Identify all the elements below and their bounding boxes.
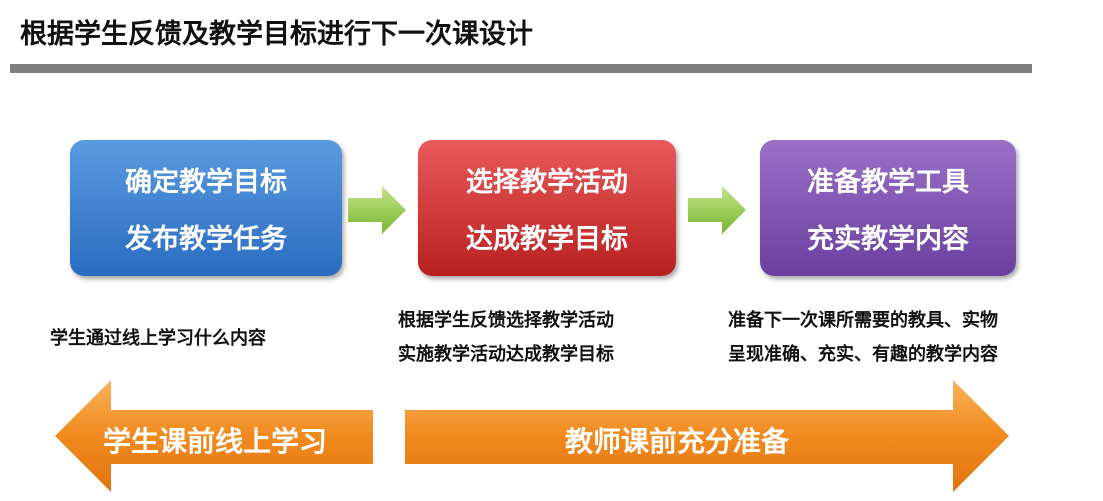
- right-arrow-icon: [348, 186, 406, 234]
- step-3-line-2: 充实教学内容: [807, 224, 969, 255]
- step-box-1: 确定教学目标发布教学任务: [70, 140, 342, 276]
- left-phase-label: 学生课前线上学习: [103, 425, 328, 458]
- step-2-line-1: 选择教学活动: [466, 167, 628, 198]
- right-arrow-icon: [405, 380, 1009, 492]
- step-1-line-2: 发布教学任务: [125, 224, 287, 255]
- step-3-line-1: 准备教学工具: [807, 167, 969, 198]
- description-2: 根据学生反馈选择教学活动实施教学活动达成教学目标: [398, 304, 614, 372]
- title-divider: [10, 64, 1032, 73]
- left-phase-arrow: 学生课前线上学习: [55, 380, 375, 492]
- step-1-line-1: 确定教学目标: [125, 167, 287, 198]
- step-2-line-2: 达成教学目标: [466, 224, 628, 255]
- step-box-3: 准备教学工具充实教学内容: [760, 140, 1016, 276]
- description-3-line-2: 呈现准确、充实、有趣的教学内容: [728, 344, 998, 365]
- left-arrow-icon: [55, 380, 373, 492]
- description-2-line-1: 根据学生反馈选择教学活动: [398, 310, 614, 331]
- description-3: 准备下一次课所需要的教具、实物呈现准确、充实、有趣的教学内容: [728, 304, 998, 372]
- step-box-2: 选择教学活动达成教学目标: [418, 140, 676, 276]
- description-1-line-1: 学生通过线上学习什么内容: [50, 328, 266, 349]
- right-phase-arrow: 教师课前充分准备: [405, 380, 1010, 492]
- page-title: 根据学生反馈及教学目标进行下一次课设计: [20, 19, 533, 50]
- description-2-line-2: 实施教学活动达成教学目标: [398, 344, 614, 365]
- right-phase-label: 教师课前充分准备: [565, 425, 790, 458]
- right-arrow-icon: [688, 186, 746, 234]
- description-3-line-1: 准备下一次课所需要的教具、实物: [728, 310, 998, 331]
- description-1: 学生通过线上学习什么内容: [50, 322, 266, 356]
